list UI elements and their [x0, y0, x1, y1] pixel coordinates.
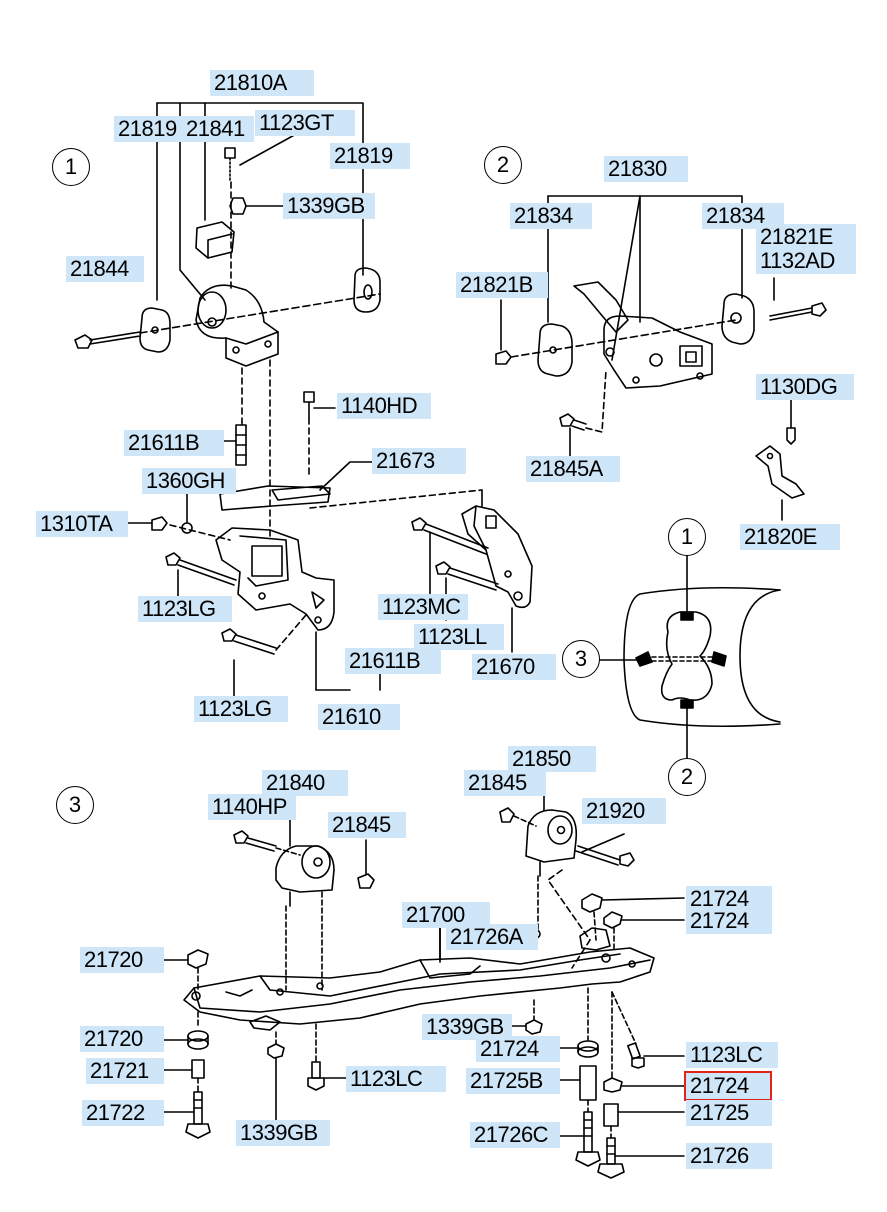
part-label-1123GT[interactable]: 1123GT — [255, 110, 355, 136]
part-label-1130DG[interactable]: 1130DG — [756, 374, 854, 400]
part-label-1123LC-right[interactable]: 1123LC — [686, 1042, 778, 1068]
inset-callout-1: 1 — [668, 518, 706, 556]
section-2-art — [496, 196, 826, 520]
section-2-marker: 2 — [484, 146, 522, 184]
part-label-21820E[interactable]: 21820E — [740, 524, 840, 550]
part-label-21821E[interactable]: 21821E — [756, 224, 856, 250]
section-1-marker: 1 — [52, 148, 90, 186]
part-label-21844[interactable]: 21844 — [66, 256, 144, 282]
part-label-1339GB-top[interactable]: 1339GB — [283, 193, 375, 219]
part-label-21850[interactable]: 21850 — [508, 746, 596, 772]
inset-callout-2: 2 — [668, 758, 706, 796]
part-label-1123LG-lower[interactable]: 1123LG — [194, 696, 288, 722]
part-label-21720-bottom[interactable]: 21720 — [80, 1026, 164, 1052]
part-label-21920[interactable]: 21920 — [582, 798, 666, 824]
part-label-1140HD[interactable]: 1140HD — [337, 393, 431, 419]
bracket-21670-art — [412, 490, 532, 652]
part-label-1339GB-mid[interactable]: 1339GB — [422, 1014, 512, 1040]
part-label-21724-highlighted[interactable]: 21724 — [684, 1071, 772, 1101]
section-3-marker: 3 — [56, 786, 94, 824]
part-label-21610[interactable]: 21610 — [318, 704, 400, 730]
part-label-1123LC-center[interactable]: 1123LC — [346, 1066, 446, 1092]
part-label-1123MC[interactable]: 1123MC — [378, 594, 468, 620]
part-label-21726C[interactable]: 21726C — [470, 1122, 560, 1148]
part-label-1132AD[interactable]: 1132AD — [756, 248, 856, 274]
part-label-21840[interactable]: 21840 — [262, 770, 348, 796]
part-label-21821B[interactable]: 21821B — [456, 272, 548, 298]
inset-callout-3: 3 — [562, 640, 600, 678]
vehicle-inset-art — [598, 552, 780, 758]
part-label-21819-right[interactable]: 21819 — [330, 143, 410, 169]
part-label-21830[interactable]: 21830 — [604, 156, 688, 182]
part-label-1360GH[interactable]: 1360GH — [142, 468, 236, 494]
part-label-1123LG-upper[interactable]: 1123LG — [138, 596, 232, 622]
part-label-21611B-bottom[interactable]: 21611B — [345, 648, 441, 674]
part-label-21724-mid[interactable]: 21724 — [476, 1036, 560, 1062]
part-label-21700[interactable]: 21700 — [402, 902, 490, 928]
section-1-art — [75, 103, 482, 696]
part-label-21845-right[interactable]: 21845 — [464, 770, 546, 796]
part-label-21725[interactable]: 21725 — [686, 1100, 772, 1126]
part-label-21720-top[interactable]: 21720 — [80, 947, 164, 973]
part-label-21724-top-2[interactable]: 21724 — [686, 908, 772, 934]
part-label-21845A[interactable]: 21845A — [526, 456, 620, 482]
part-label-21725B[interactable]: 21725B — [466, 1068, 560, 1094]
part-label-1140HP[interactable]: 1140HP — [208, 794, 296, 820]
part-label-21670[interactable]: 21670 — [472, 654, 556, 680]
part-label-21611B-top[interactable]: 21611B — [124, 430, 224, 456]
part-label-21841[interactable]: 21841 — [182, 116, 254, 142]
part-label-1123LL[interactable]: 1123LL — [414, 624, 504, 650]
part-label-21810A[interactable]: 21810A — [210, 70, 314, 96]
part-label-1339GB-bottom[interactable]: 1339GB — [236, 1120, 330, 1146]
part-label-21819-left[interactable]: 21819 — [114, 116, 188, 142]
part-label-21726A[interactable]: 21726A — [446, 924, 538, 950]
part-label-21834-left[interactable]: 21834 — [510, 203, 592, 229]
part-label-21845-left[interactable]: 21845 — [328, 812, 406, 838]
part-label-21722[interactable]: 21722 — [82, 1100, 164, 1126]
part-label-21726[interactable]: 21726 — [686, 1143, 772, 1169]
section-3-art — [156, 778, 684, 1178]
part-label-21721[interactable]: 21721 — [86, 1058, 164, 1084]
part-label-21673[interactable]: 21673 — [372, 448, 466, 474]
part-label-1310TA[interactable]: 1310TA — [36, 511, 128, 537]
part-label-21724-top-1[interactable]: 21724 — [686, 886, 772, 912]
